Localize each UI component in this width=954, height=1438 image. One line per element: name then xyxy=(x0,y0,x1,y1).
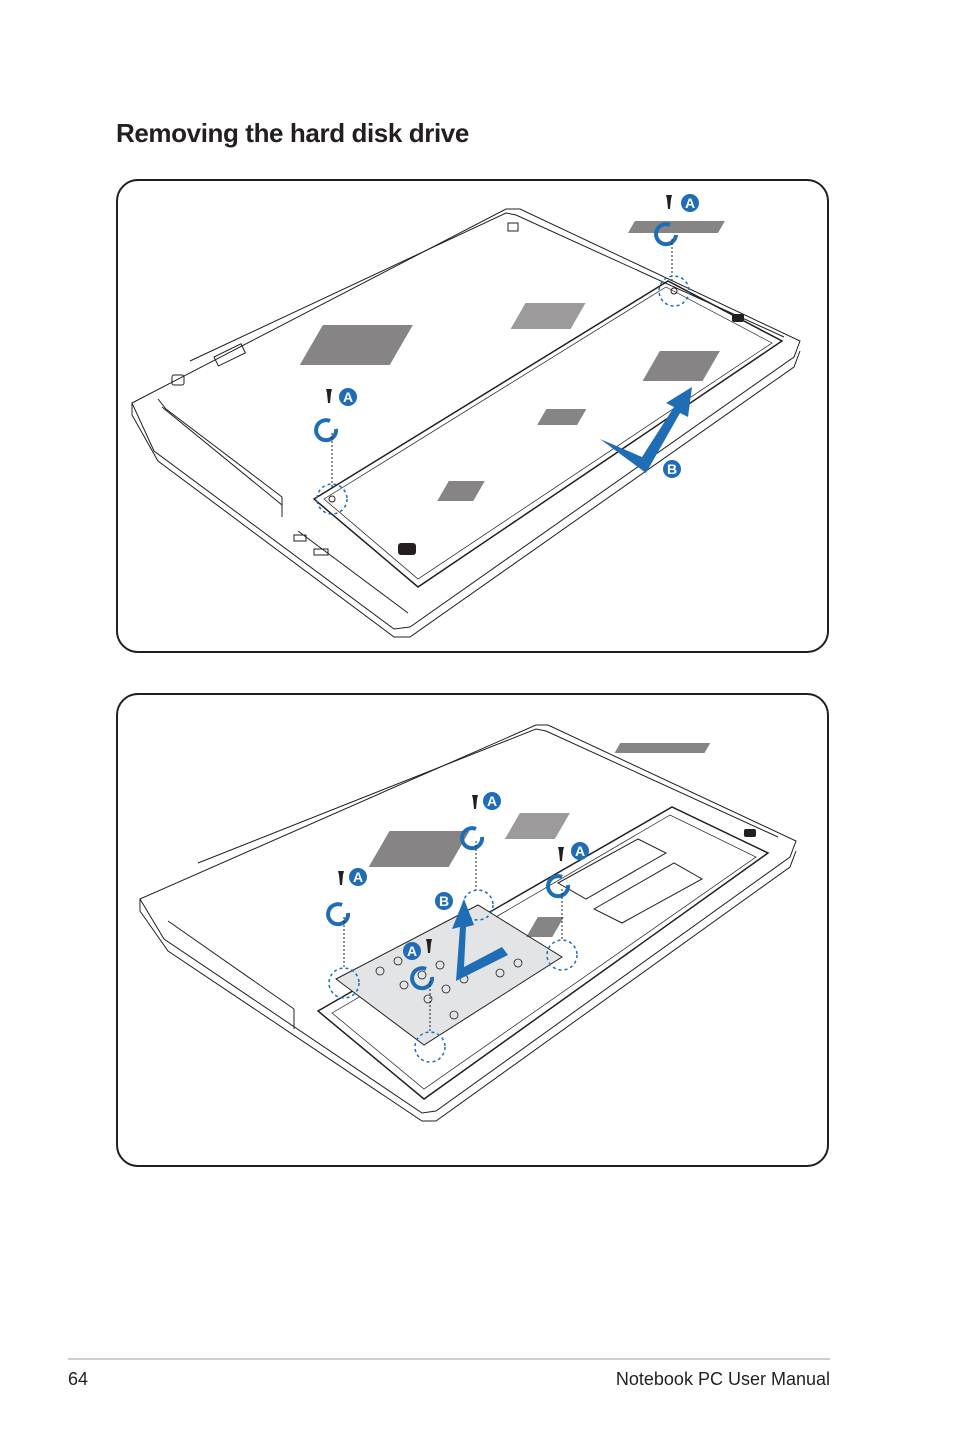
footer-divider xyxy=(68,1358,830,1360)
vent-grilles xyxy=(368,743,711,937)
screw-a-left: A xyxy=(314,388,357,515)
callout-a: A xyxy=(343,389,353,405)
callout-a: A xyxy=(353,869,363,885)
hard-disk-drive xyxy=(335,904,563,1046)
laptop-base-outline xyxy=(139,724,797,1122)
illustration-panel-cover-removal: A A B xyxy=(116,179,829,653)
latch-upper xyxy=(732,314,744,322)
section-title: Removing the hard disk drive xyxy=(116,118,469,148)
page-number: 64 xyxy=(68,1369,89,1389)
case-details xyxy=(171,222,519,556)
lift-arrow-b: B xyxy=(435,892,508,981)
screw-a-2: A xyxy=(460,792,501,921)
screw-a-4: A xyxy=(403,939,446,1063)
screw-a-1: A xyxy=(326,868,367,999)
screw-a-3: A xyxy=(546,842,589,971)
cover-removal-illustration: A A B xyxy=(131,194,801,638)
bottom-cover xyxy=(312,280,784,588)
callout-a: A xyxy=(487,793,497,809)
callout-a: A xyxy=(575,843,585,859)
laptop-base-outline xyxy=(131,208,801,638)
memory-modules xyxy=(556,838,704,924)
latch-upper xyxy=(744,829,756,837)
lift-arrow-b: B xyxy=(600,387,692,478)
illustration-panel-hdd-removal: A A A A B xyxy=(116,693,829,1167)
hdd-removal-illustration: A A A A B xyxy=(139,724,797,1122)
latch-lower xyxy=(398,543,416,555)
callout-b: B xyxy=(439,893,449,909)
manual-title: Notebook PC User Manual xyxy=(615,1369,830,1389)
screw-a-right: A xyxy=(654,194,699,307)
callout-a: A xyxy=(685,195,695,211)
vent-grilles xyxy=(299,221,725,501)
callout-a: A xyxy=(407,943,417,959)
callout-b: B xyxy=(667,461,677,477)
